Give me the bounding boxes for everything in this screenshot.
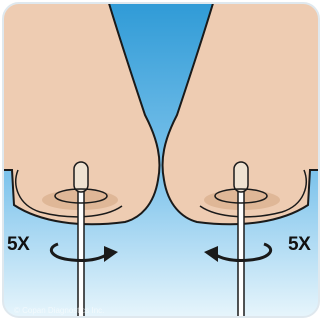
left-rotation-count: 5X [7,234,29,256]
right-rotation-count: 5X [288,234,310,256]
copyright-text: © Copan Diagnostics Inc. [14,306,104,315]
